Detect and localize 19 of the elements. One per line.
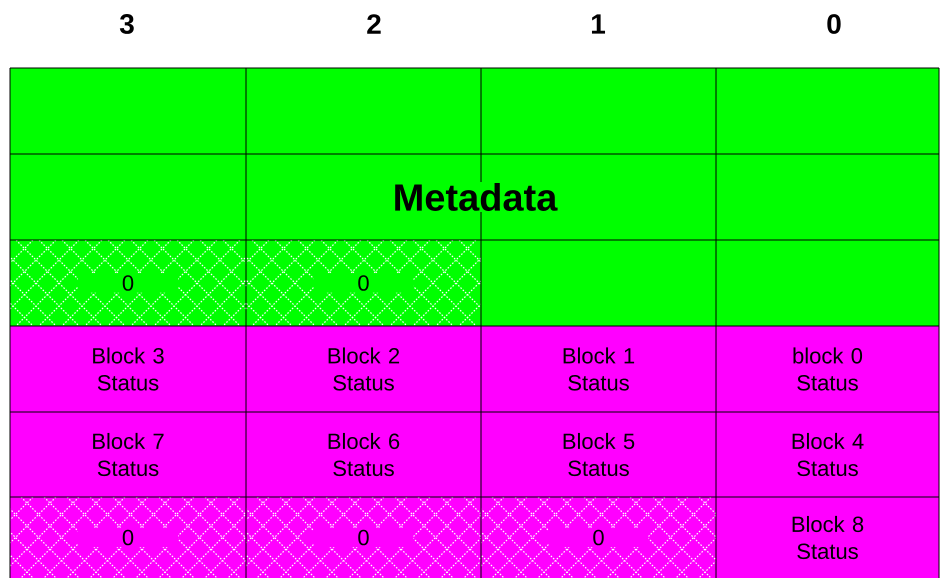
table-cell: Block 4 Status [716,412,940,497]
table-cell: Block 6 Status [246,412,481,497]
table-cell: 0 [246,240,481,326]
table-cell: Block 5 Status [481,412,716,497]
table-cell: Block 2 Status [246,326,481,412]
metadata-label: Metadata [392,182,558,212]
table-cell: 0 [10,497,246,578]
table-cell: 0 [481,497,716,578]
column-number: 1 [592,14,606,34]
column-number: 3 [120,14,134,34]
table-cell: Block 1 Status [481,326,716,412]
column-number: 2 [367,14,381,34]
table-cell: Block 3 Status [10,326,246,412]
table-cell: Block 7 Status [10,412,246,497]
table-cell: 0 [10,240,246,326]
table-cell: Block 8 Status [716,497,940,578]
table-cell: block 0 Status [716,326,940,412]
column-number: 0 [827,14,841,34]
table-cell: 0 [246,497,481,578]
